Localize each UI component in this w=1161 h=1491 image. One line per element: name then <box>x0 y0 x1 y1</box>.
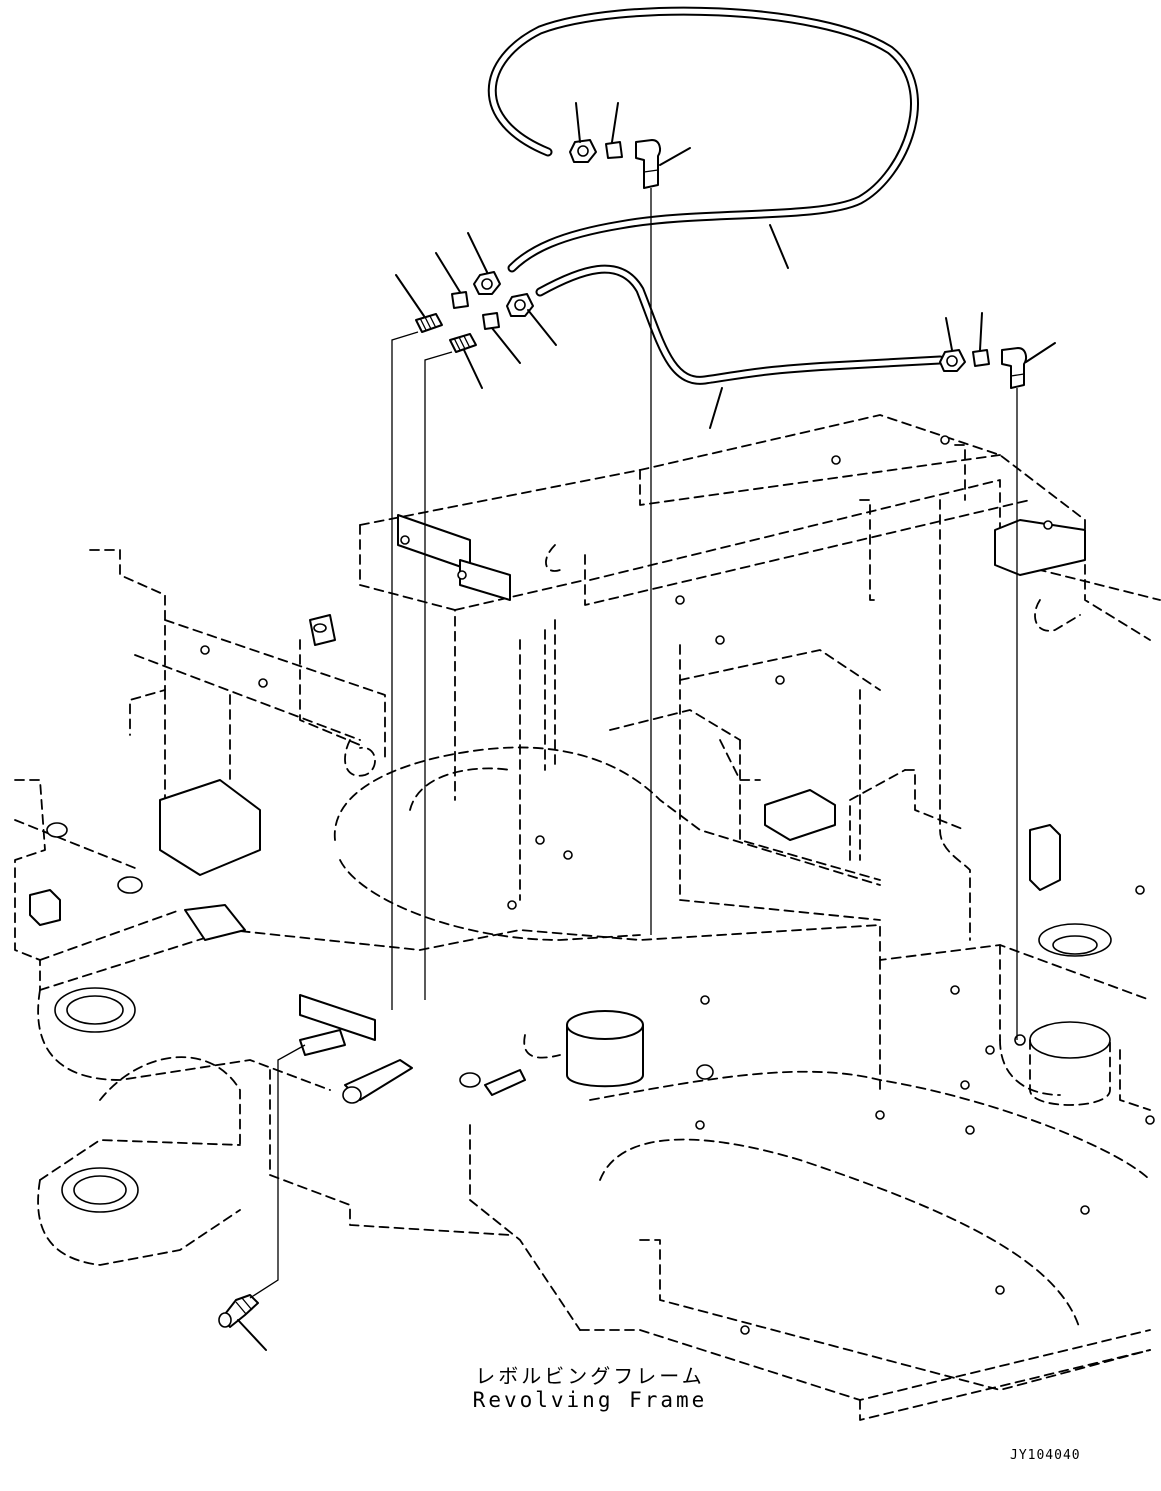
frame-caption-english: Revolving Frame <box>472 1388 708 1412</box>
elbow-fitting-icon <box>1001 347 1027 389</box>
nut-icon <box>569 139 597 163</box>
adapter-icon <box>415 313 443 333</box>
sleeve-icon <box>605 141 623 159</box>
nut-icon <box>473 271 501 295</box>
elbow-fitting-icon <box>635 139 661 189</box>
sleeve-icon <box>451 291 469 309</box>
frame-caption-japanese: レボルビングフレーム <box>475 1364 705 1388</box>
sleeve-icon <box>482 312 500 330</box>
drawing-code-label: JY104040 <box>1010 1448 1081 1463</box>
leader-lines <box>237 102 1056 1351</box>
grease-hose-lower <box>535 264 945 385</box>
revolving-frame-outline <box>14 414 1161 1421</box>
grease-hose-upper <box>487 6 919 273</box>
assembly-lines <box>249 188 1018 1299</box>
nut-icon <box>939 349 966 372</box>
nut-icon <box>506 293 534 317</box>
adapter-icon <box>449 333 477 353</box>
grease-nipple-icon <box>218 1294 259 1328</box>
frame-details <box>29 435 1155 1335</box>
sleeve-icon <box>972 349 990 367</box>
